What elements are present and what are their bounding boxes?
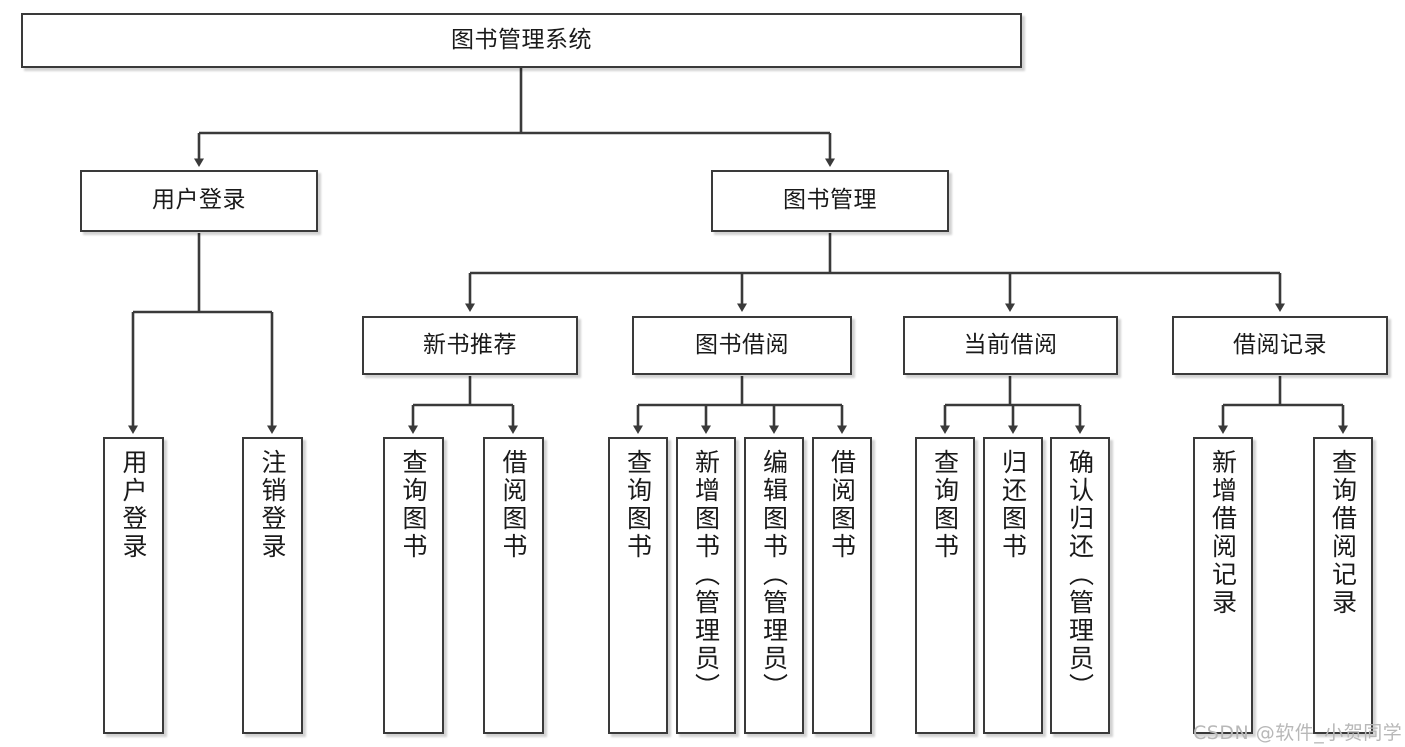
node-label: 查询图书	[623, 449, 653, 561]
node-book-manage[interactable]: 图书管理	[711, 170, 949, 232]
node-label: 新增图书（管理员）	[691, 449, 721, 701]
node-leaf-bb-add-book[interactable]: 新增图书（管理员）	[676, 437, 736, 734]
node-label: 归还图书	[998, 449, 1028, 561]
node-leaf-user-login[interactable]: 用户登录	[103, 437, 164, 734]
node-leaf-cb-return-book[interactable]: 归还图书	[983, 437, 1043, 734]
node-label: 借阅记录	[1233, 331, 1327, 358]
node-label: 图书借阅	[695, 331, 789, 358]
node-leaf-br-query-record[interactable]: 查询借阅记录	[1313, 437, 1373, 734]
node-label: 新书推荐	[423, 331, 517, 358]
node-label: 查询借阅记录	[1328, 449, 1358, 617]
node-leaf-rec-query-book[interactable]: 查询图书	[383, 437, 444, 734]
node-label: 图书管理	[783, 187, 877, 214]
node-root-title[interactable]: 图书管理系统	[21, 13, 1022, 68]
node-label: 当前借阅	[963, 331, 1058, 358]
node-book-borrow[interactable]: 图书借阅	[632, 316, 852, 375]
node-label: 查询图书	[399, 449, 428, 561]
node-leaf-bb-edit-book[interactable]: 编辑图书（管理员）	[744, 437, 804, 734]
node-label: 借阅图书	[499, 449, 528, 561]
node-label: 查询图书	[930, 449, 960, 561]
watermark-text: CSDN @软件_小贺同学	[1193, 722, 1403, 744]
node-current-borrow[interactable]: 当前借阅	[903, 316, 1118, 375]
node-label: 注销登录	[258, 449, 287, 561]
node-label: 用户登录	[119, 449, 148, 561]
node-label: 确认归还（管理员）	[1065, 449, 1095, 701]
node-leaf-bb-query-book[interactable]: 查询图书	[608, 437, 668, 734]
node-label: 借阅图书	[827, 449, 857, 561]
node-leaf-rec-borrow-book[interactable]: 借阅图书	[483, 437, 544, 734]
node-leaf-cb-query-book[interactable]: 查询图书	[915, 437, 975, 734]
node-leaf-br-add-record[interactable]: 新增借阅记录	[1193, 437, 1253, 734]
node-new-book-rec[interactable]: 新书推荐	[362, 316, 578, 375]
node-leaf-bb-borrow-book[interactable]: 借阅图书	[812, 437, 872, 734]
node-label: 新增借阅记录	[1208, 449, 1238, 617]
node-leaf-user-logout[interactable]: 注销登录	[242, 437, 303, 734]
node-label: 编辑图书（管理员）	[759, 449, 789, 701]
node-label: 用户登录	[152, 187, 246, 214]
node-leaf-cb-confirm-return[interactable]: 确认归还（管理员）	[1050, 437, 1110, 734]
node-label: 图书管理系统	[451, 26, 592, 53]
node-borrow-record[interactable]: 借阅记录	[1172, 316, 1388, 375]
node-user-login[interactable]: 用户登录	[80, 170, 318, 232]
